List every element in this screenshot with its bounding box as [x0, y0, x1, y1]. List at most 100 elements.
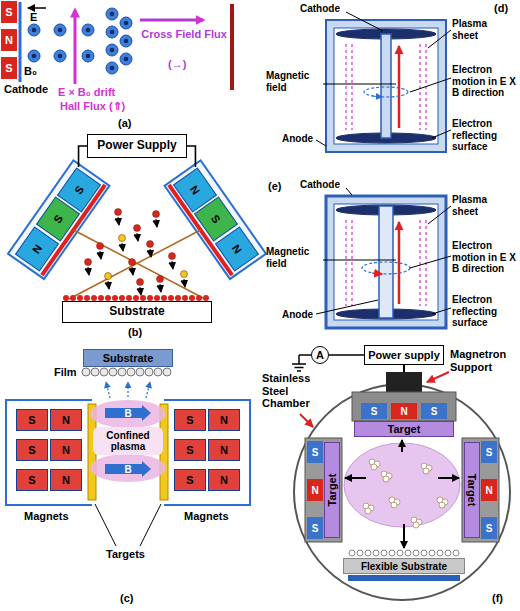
- figure-label: (f): [492, 592, 503, 605]
- leader-line: [432, 308, 451, 314]
- field-dot: [28, 24, 40, 36]
- figure-label: B₀: [24, 65, 37, 78]
- node-text: S: [371, 406, 378, 417]
- film-atoms: [349, 550, 459, 556]
- film-atom: [82, 368, 90, 376]
- cathode-plate: [19, 2, 22, 82]
- film-atom: [163, 368, 171, 376]
- film-atom: [136, 368, 144, 376]
- node-text: S: [28, 444, 35, 456]
- node-text: N: [62, 414, 70, 426]
- anode-plate: [230, 4, 234, 90]
- ground-symbol: [297, 370, 301, 372]
- film-atom: [365, 550, 371, 556]
- node-text: Substrate: [109, 305, 164, 318]
- field-dot: [54, 50, 66, 62]
- node-text: B: [124, 408, 131, 419]
- atom-arrow: [100, 251, 101, 259]
- figure-label: Anode: [282, 309, 313, 321]
- atom-arrow: [150, 249, 151, 257]
- node-text: N: [62, 474, 70, 486]
- plasma-core: [93, 427, 163, 455]
- sputter-arrow: [345, 477, 366, 479]
- node-text: S: [5, 6, 12, 18]
- magnet-housing: [6, 400, 250, 505]
- side-magnetron: [305, 438, 499, 542]
- magnet-pole: N: [481, 479, 497, 501]
- cross-field-arrow: [140, 19, 203, 22]
- leader-line: [428, 30, 451, 48]
- magnetron-support: [352, 392, 456, 421]
- cylindrical-magnetron: [334, 28, 438, 144]
- ammeter-circle: A: [311, 346, 329, 364]
- magnetron-left: [8, 160, 109, 279]
- ground-symbol: [299, 354, 311, 356]
- magnet-housing: [164, 400, 250, 505]
- figure-label: Stainless Steel Chamber: [262, 372, 318, 410]
- leader-line: [410, 78, 451, 92]
- magnet-housing: [6, 400, 92, 505]
- field-dot: [120, 53, 132, 65]
- ion: [439, 502, 445, 508]
- node-text: B: [124, 464, 131, 475]
- magnet-pole: S: [307, 441, 323, 463]
- figure-label: Film: [54, 366, 77, 379]
- flux-arrow: [146, 382, 150, 398]
- magnet-pole: S: [481, 441, 497, 463]
- leader-line: [95, 504, 161, 546]
- substrate-bar: Flexible Substrate: [343, 558, 465, 574]
- cylindrical-magnetron: [326, 196, 446, 328]
- magnet-pole: S: [421, 403, 447, 419]
- atom: [85, 259, 92, 266]
- magnetron-support: [386, 372, 422, 392]
- node-text: S: [186, 444, 193, 456]
- node-text: N: [220, 444, 228, 456]
- electric-field-arrow: [28, 7, 46, 9]
- pointer-arrow: [427, 372, 449, 382]
- atom-arrow: [118, 217, 119, 225]
- field-dot: [86, 54, 91, 59]
- figure-label: Electron motion in E X B direction: [452, 64, 516, 99]
- hall-drift-arrow: [75, 10, 76, 84]
- vacuum-chamber: [294, 384, 510, 600]
- cylindrical-magnetron: [381, 34, 391, 138]
- figure-label: Magnetic field: [266, 70, 322, 93]
- ion: [383, 476, 389, 482]
- node-text: S: [28, 414, 35, 426]
- node-text: Power Supply: [97, 139, 176, 152]
- ground-symbol: [292, 355, 311, 371]
- wire: [79, 146, 87, 167]
- film-atom: [421, 550, 427, 556]
- magnet-pole: N: [391, 403, 417, 419]
- field-dot: [82, 50, 94, 62]
- plasma-cloud: [344, 443, 460, 527]
- atom: [134, 225, 141, 232]
- wire: [329, 354, 364, 356]
- node-text: S: [71, 183, 85, 196]
- cross-field-arrow: [140, 20, 203, 21]
- cylindrical-magnetron: [351, 220, 353, 306]
- atom: [147, 241, 154, 248]
- film-atom: [100, 368, 108, 376]
- field-dot: [124, 21, 129, 26]
- flux-arrow: [106, 382, 150, 398]
- figure-label: Magnetic field: [266, 246, 322, 269]
- field-dot: [106, 44, 118, 56]
- field-dot: [120, 17, 132, 29]
- figure-label: Plasma sheet: [452, 194, 514, 217]
- film-atom: [429, 550, 435, 556]
- supply-wire: [404, 365, 405, 372]
- atom: [129, 259, 136, 266]
- field-dot: [106, 26, 118, 38]
- ground-symbol: [295, 367, 304, 369]
- supply-wire: [403, 365, 405, 372]
- node-text: N: [220, 474, 228, 486]
- arrow-shape: [105, 461, 151, 477]
- magnetron-left: [8, 160, 109, 279]
- film-atom: [349, 550, 355, 556]
- node-text: N: [5, 34, 13, 46]
- film-atom: [127, 368, 135, 376]
- atom-arrow: [108, 281, 109, 289]
- cylindrical-magnetron: [419, 44, 421, 130]
